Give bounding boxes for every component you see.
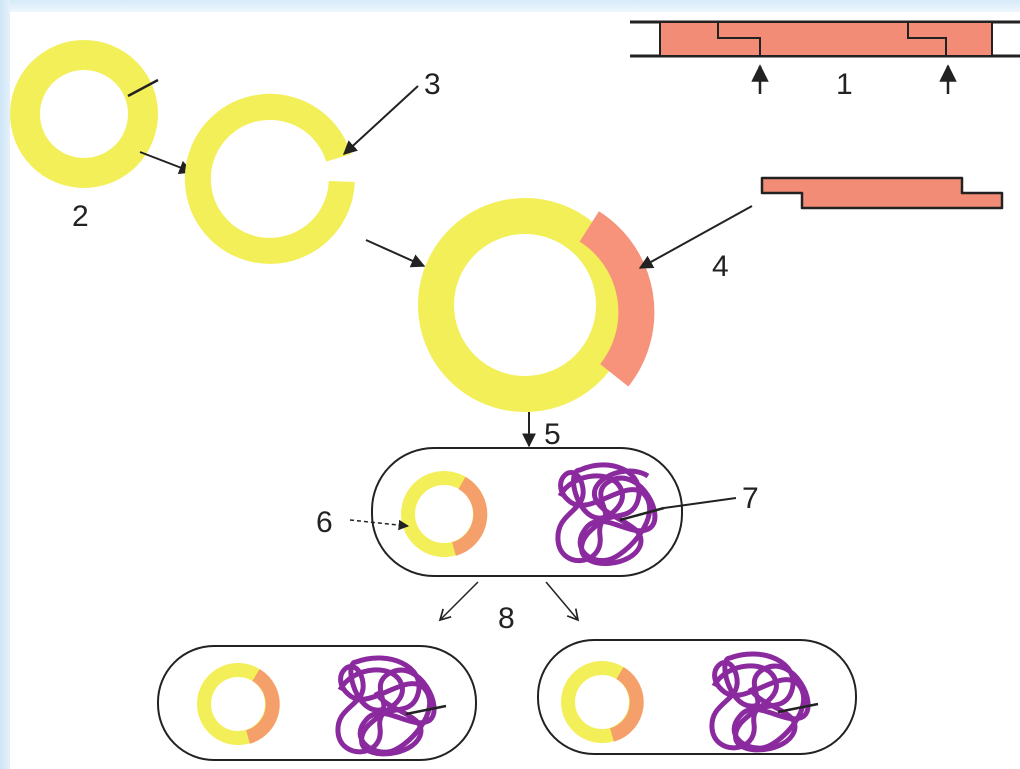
label-4: 4 — [712, 250, 729, 283]
insert-fragment — [762, 178, 1002, 208]
division-arrow-right — [546, 582, 578, 620]
bacterium-parent — [372, 448, 682, 576]
bacterium-daughter-left — [158, 646, 476, 760]
intact-plasmid — [25, 55, 158, 173]
label-3: 3 — [424, 68, 441, 101]
recombinant-plasmid — [436, 216, 636, 394]
division-arrow-left — [440, 582, 478, 620]
bacterium-daughter-right — [538, 640, 856, 754]
pointer-3 — [344, 86, 418, 154]
pointer-4 — [640, 206, 752, 268]
label-1: 1 — [836, 68, 853, 101]
label-7: 7 — [742, 482, 759, 515]
label-6: 6 — [316, 506, 333, 539]
cut-plasmid — [198, 107, 354, 251]
arrow-3-to-4 — [366, 240, 424, 266]
label-2: 2 — [72, 200, 89, 233]
arrow-2-to-3 — [140, 152, 192, 172]
donor-dna-fragment — [630, 22, 1020, 56]
label-8: 8 — [498, 602, 515, 635]
label-5: 5 — [544, 418, 561, 451]
